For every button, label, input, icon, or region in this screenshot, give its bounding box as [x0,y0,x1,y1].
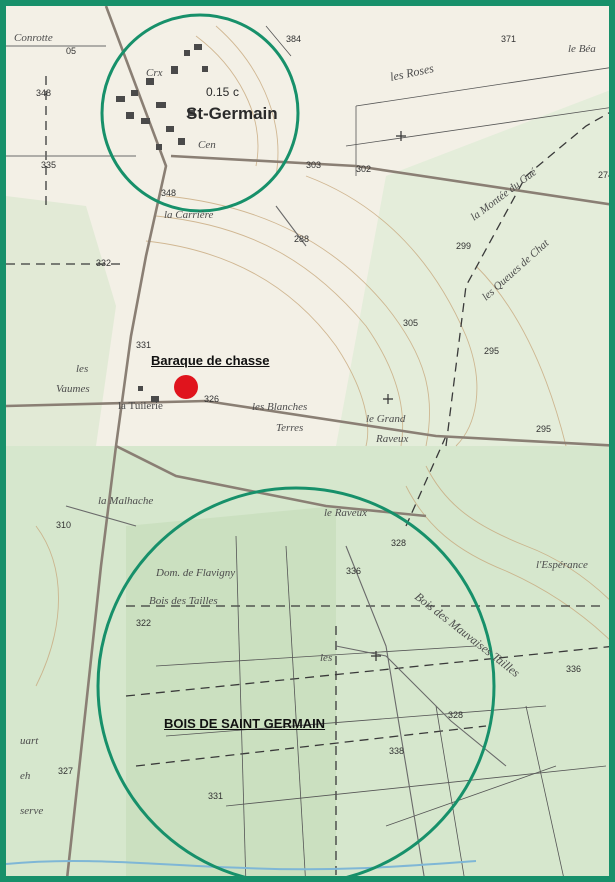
elevation-label: 336 [346,566,361,576]
forest-area-west [6,196,116,446]
label-cen: Cen [198,139,216,151]
label-raveux: Raveux [375,433,408,445]
label-le-raveux: le Raveux [324,507,367,519]
label-terres: Terres [276,422,303,434]
elevation-label: 322 [136,618,151,628]
label-bois-des-tailles: Bois des Tailles [149,595,218,607]
contour-lines [35,25,609,687]
elevation-marks: 384 371 348 05 335 303 302 348 288 299 2… [36,34,613,801]
elevation-label: 305 [403,318,418,328]
elevation-label: 326 [204,394,219,404]
hunting-lodge-marker[interactable] [174,375,198,399]
elevation-label: 332 [96,258,111,268]
town-name[interactable]: St-Germain [186,104,278,123]
label-esperance: l'Espérance [536,559,588,571]
elevation-label: 274 [598,170,613,180]
label-le-bea: le Béa [568,43,596,55]
roads [6,6,609,876]
elevation-label: 371 [501,34,516,44]
elevation-label: 338 [389,746,404,756]
topographic-map[interactable]: 0.15 c St-Germain Conrotte les Roses le … [6,6,615,882]
label-la-tuilerie: la Tuilerie [118,400,163,412]
label-les-roses: les Roses [389,61,436,84]
town-population: 0.15 [206,85,230,99]
label-crx: Crx [146,67,163,79]
label-le-grand: le Grand [366,413,406,425]
secondary-roads [6,45,507,876]
elevation-label: 335 [41,160,56,170]
label-serve: serve [20,805,43,817]
town-church-mark: c [233,85,239,99]
elevation-label: 348 [161,188,176,198]
village-circle [100,13,300,213]
label-les-vaumes-1: les [76,363,88,375]
elevation-label: 302 [356,164,371,174]
village-buildings [116,44,208,402]
dashed-boundaries [6,76,609,876]
label-eh: eh [20,770,31,782]
forest-area-center [126,506,336,876]
forest-label: BOIS DE SAINT GERMAIN [164,716,326,731]
elevation-label: 328 [391,538,406,548]
elevation-label: 331 [208,791,223,801]
label-les-f: les [320,652,332,664]
elevation-label: 331 [136,340,151,350]
label-les-blanches: les Blanches [252,401,307,413]
elevation-label: 327 [58,766,73,776]
elevation-label: 303 [306,160,321,170]
label-la-carriere: la Carrière [164,209,214,221]
elevation-label: 328 [448,710,463,720]
crosses [371,131,406,661]
elevation-label: 299 [456,241,471,251]
elevation-label: 384 [286,34,301,44]
label-conrotte: Conrotte [14,32,53,44]
label-dom-flavigny: Dom. de Flavigny [155,567,235,579]
elevation-label: 310 [56,520,71,530]
hunting-lodge-label: Baraque de chasse [151,353,270,368]
elevation-label: 348 [36,88,51,98]
elevation-label: 295 [536,424,551,434]
elevation-label: 288 [294,234,309,244]
label-les-vaumes-2: Vaumes [56,383,90,395]
elevation-label: 05 [66,46,76,56]
river [6,859,477,871]
elevation-label: 336 [566,664,581,674]
forest-area-northeast [336,90,609,446]
label-la-malhache: la Malhache [98,495,153,507]
field-parcels [155,25,609,876]
elevation-label: 295 [484,346,499,356]
label-uart: uart [20,735,39,747]
forest-circle [96,486,496,876]
